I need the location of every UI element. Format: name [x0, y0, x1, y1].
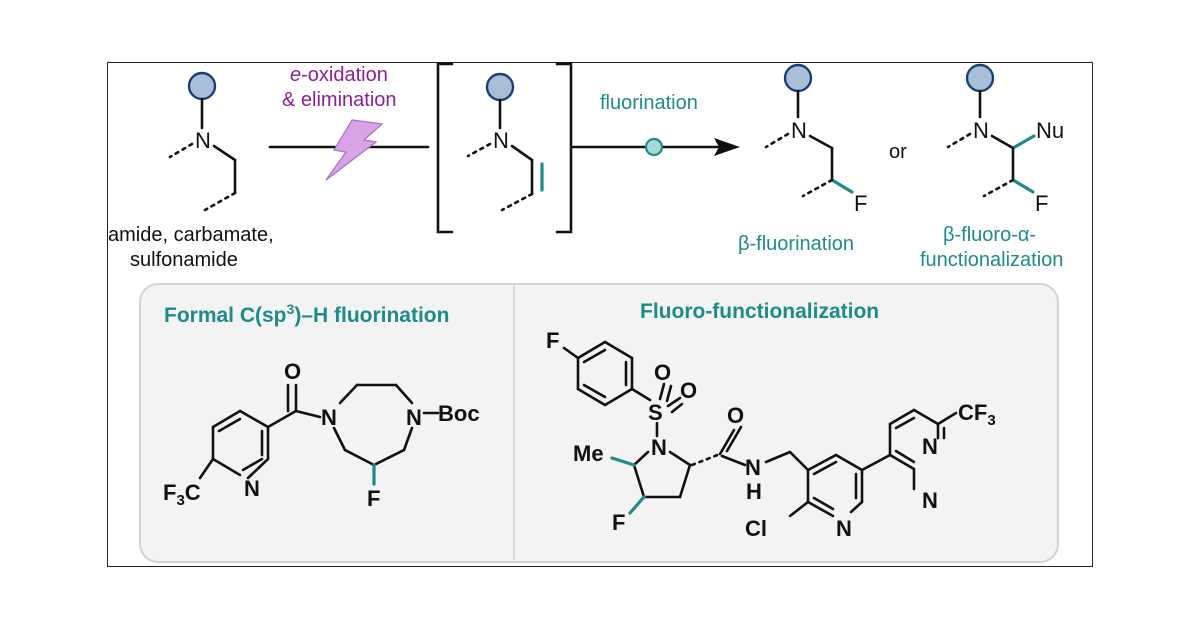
nucleophile-label: Nu	[1036, 118, 1064, 143]
nitrogen-atom: N	[791, 118, 807, 143]
examples-panel	[139, 283, 1059, 563]
product2-label-line2: functionalization	[920, 249, 1063, 271]
substrate-structure: N	[168, 71, 237, 212]
amide-nitrogen: N	[745, 455, 761, 480]
fluorine-atom: F	[854, 191, 867, 216]
r-group-circle	[187, 71, 217, 101]
carbonyl-oxygen: O	[284, 359, 301, 384]
r-group-circle	[783, 63, 813, 93]
nitrogen-atom: N	[493, 128, 509, 153]
fluorine-atom: F	[1035, 191, 1048, 216]
nitrogen-atom: N	[973, 118, 989, 143]
substrate-label-line1: amide, carbamate,	[108, 224, 274, 246]
r-group-circle	[485, 72, 515, 102]
pyrimidine-nitrogen-1: N	[922, 434, 938, 459]
methyl-group: Me	[573, 441, 604, 466]
arrow1-label-line1: e-oxidation	[290, 64, 388, 86]
amide-oxygen: O	[727, 403, 744, 428]
product2-structure: N Nu F	[946, 63, 1064, 216]
r-group-circle	[965, 63, 995, 93]
trifluoromethyl-group: CF3	[958, 400, 996, 429]
sulfonyl-oxygen-2: O	[680, 378, 697, 403]
pyrrolidine-molecule: F S O O N Me F O N	[546, 328, 996, 541]
sulfur-atom: S	[648, 400, 663, 425]
boc-group: Boc	[438, 401, 480, 426]
trifluoromethyl-group: F3C	[163, 480, 201, 509]
aryl-fluorine: F	[546, 328, 559, 353]
catalyst-circle	[644, 137, 664, 157]
fluorination-arrow: fluorination	[571, 92, 740, 157]
product1-structure: N F	[764, 63, 867, 216]
pyridine-nitrogen: N	[836, 516, 852, 541]
arrow2-label: fluorination	[600, 92, 698, 114]
pyrrolidine-nitrogen: N	[651, 435, 667, 460]
boc-nitrogen: N	[406, 405, 422, 430]
intermediate-structure: N	[436, 62, 573, 234]
lightning-bolt-icon	[325, 119, 384, 181]
chlorine-atom: Cl	[745, 516, 767, 541]
diazepane-molecule: N O N N Boc F F3C	[163, 359, 480, 511]
pyrimidine-nitrogen-2: N	[922, 488, 938, 513]
left-bracket	[436, 62, 454, 234]
nitrogen-atom: N	[195, 128, 211, 153]
fluorine-atom: F	[367, 486, 380, 511]
left-panel-title: Formal C(sp3)–H fluorination	[164, 301, 449, 327]
right-panel-title: Fluoro-functionalization	[640, 300, 879, 323]
right-bracket	[555, 62, 573, 234]
pyridine-nitrogen: N	[244, 476, 260, 501]
product2-label-line1: β-fluoro-α-	[943, 224, 1036, 246]
sulfonyl-oxygen-1: O	[654, 360, 671, 385]
arrow1-label-line2: & elimination	[282, 89, 397, 111]
amide-hydrogen: H	[746, 479, 762, 504]
amide-nitrogen: N	[321, 405, 337, 430]
product1-label: β-fluorination	[738, 233, 854, 255]
fluorine-atom: F	[612, 510, 625, 535]
or-label: or	[889, 141, 907, 163]
oxidation-arrow: e-oxidation & elimination	[268, 64, 430, 181]
substrate-label-line2: sulfonamide	[130, 249, 238, 271]
